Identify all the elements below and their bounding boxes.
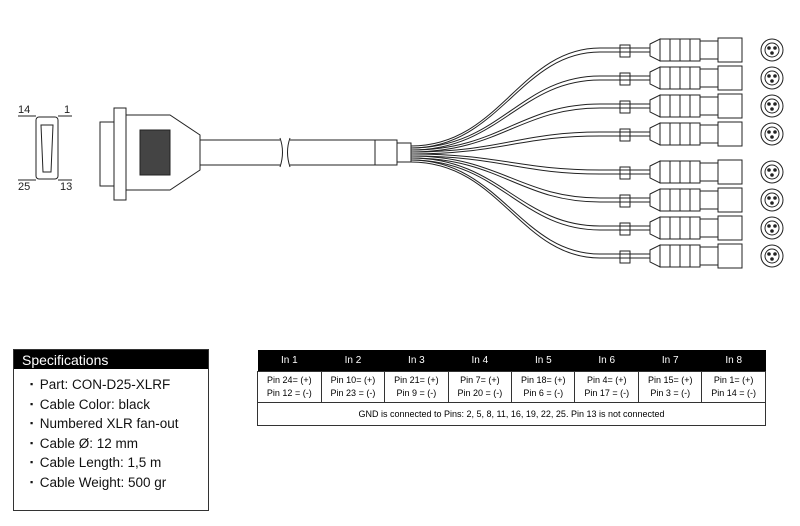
xlr-connector-icon <box>410 153 784 185</box>
pin-cell: Pin 10= (+) Pin 23 = (-) <box>320 371 386 403</box>
pin-cell: Pin 7= (+) Pin 20 = (-) <box>447 371 513 403</box>
specifications-title: Specifications <box>14 350 208 369</box>
pin-minus: Pin 12 = (-) <box>266 388 312 398</box>
spec-item: Cable Color: black <box>30 395 208 415</box>
pin-plus: Pin 10= (+) <box>330 375 376 385</box>
pin-cell: Pin 15= (+) Pin 3 = (-) <box>638 371 703 403</box>
pin-cell: Pin 4= (+) Pin 17 = (-) <box>574 371 640 403</box>
pin-minus: Pin 3 = (-) <box>650 388 691 398</box>
cable-icon <box>200 137 412 168</box>
specifications-box: Specifications Part: CON-D25-XLRFCable C… <box>13 349 209 511</box>
gnd-note: GND is connected to Pins: 2, 5, 8, 11, 1… <box>257 402 766 426</box>
pin-label-14: 14 <box>18 104 30 116</box>
pin-plus: Pin 1= (+) <box>713 375 754 385</box>
pin-plus: Pin 15= (+) <box>647 375 693 385</box>
pin-cell: Pin 21= (+) Pin 9 = (-) <box>384 371 449 403</box>
pin-minus: Pin 20 = (-) <box>457 388 503 398</box>
spec-item: Cable Length: 1,5 m <box>30 453 208 473</box>
pin-label-13: 13 <box>60 181 72 193</box>
input-header: In 7 <box>638 350 702 372</box>
xlr-connector-icon <box>410 93 784 153</box>
pin-plus: Pin 18= (+) <box>521 375 566 385</box>
pin-cell: Pin 18= (+) Pin 6 = (-) <box>511 371 576 403</box>
input-header: In 3 <box>384 350 449 372</box>
d25-connector-icon <box>99 107 201 201</box>
specifications-list: Part: CON-D25-XLRFCable Color: blackNumb… <box>14 375 208 492</box>
spec-item: Cable Ø: 12 mm <box>30 434 208 454</box>
input-header: In 2 <box>321 350 385 372</box>
input-header: In 5 <box>511 350 575 372</box>
d25-pinout-icon: 14 1 25 13 <box>18 104 72 193</box>
input-header: In 6 <box>574 350 639 372</box>
pin-plus: Pin 7= (+) <box>460 375 500 385</box>
pin-cell: Pin 24= (+) Pin 12 = (-) <box>257 371 322 403</box>
pin-minus: Pin 23 = (-) <box>330 388 376 398</box>
cable-diagram: 14 1 25 13 <box>18 37 784 269</box>
pin-minus: Pin 9 = (-) <box>396 388 437 398</box>
xlr-connector-icon <box>410 65 784 151</box>
spec-item: Cable Weight: 500 gr <box>30 473 208 493</box>
xlr-connector-icon <box>410 157 784 241</box>
pin-minus: Pin 14 = (-) <box>711 388 757 398</box>
pin-minus: Pin 17 = (-) <box>584 388 630 398</box>
xlr-connector-icon <box>410 155 784 213</box>
pin-cell: Pin 1= (+) Pin 14 = (-) <box>701 371 766 403</box>
pin-plus: Pin 4= (+) <box>586 375 627 385</box>
xlr-fan-out <box>410 37 784 269</box>
pin-label-1: 1 <box>64 104 70 116</box>
input-header: In 1 <box>257 350 322 372</box>
xlr-connector-icon <box>410 159 784 269</box>
input-header: In 4 <box>448 350 512 372</box>
pin-plus: Pin 21= (+) <box>394 375 439 385</box>
input-header: In 8 <box>701 350 766 372</box>
pin-plus: Pin 24= (+) <box>267 375 312 385</box>
xlr-connector-icon <box>410 37 784 149</box>
spec-item: Part: CON-D25-XLRF <box>30 375 208 395</box>
spec-item: Numbered XLR fan-out <box>30 414 208 434</box>
pin-label-25: 25 <box>18 181 30 193</box>
xlr-connector-icon <box>410 121 784 155</box>
pin-minus: Pin 6 = (-) <box>523 388 564 398</box>
